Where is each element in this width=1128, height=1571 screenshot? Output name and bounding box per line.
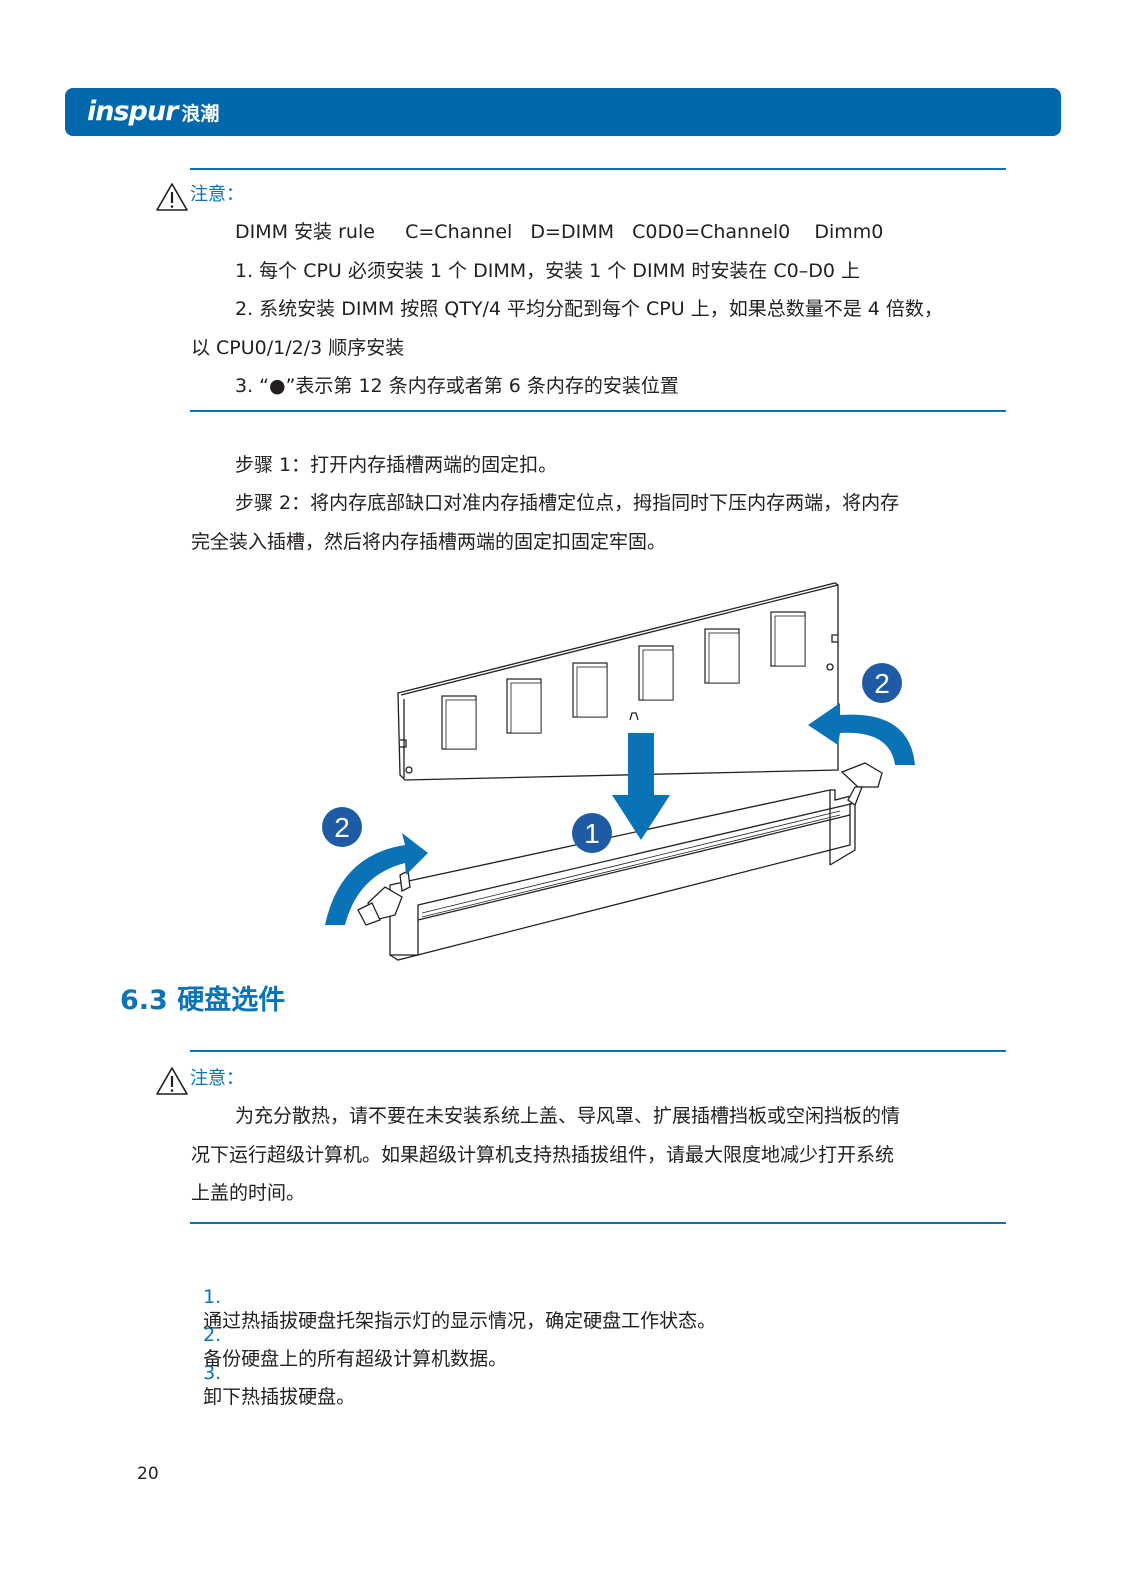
notice-label: 注意： [190,184,244,205]
notice-top-divider [190,168,1006,170]
notice-line: 为充分散热，请不要在未安装系统上盖、导风罩、扩展插槽挡板或空闲挡板的情 [235,1105,901,1127]
notice-bottom-divider [190,1222,1006,1224]
notice-line: 2. 系统安装 DIMM 按照 QTY/4 平均分配到每个 CPU 上，如果总数… [235,298,943,320]
header-bar: inspur 浪潮 [65,88,1061,136]
procedure-item: 2. 备份硬盘上的所有超级计算机数据。 [191,1299,507,1371]
procedure-item: 1. 通过热插拔硬盘托架指示灯的显示情况，确定硬盘工作状态。 [191,1261,716,1333]
down-arrow [612,733,670,840]
svg-text:2: 2 [874,668,890,699]
notice-line: 1. 每个 CPU 必须安装 1 个 DIMM，安装 1 个 DIMM 时安装在… [235,260,861,282]
callout-2-right: 2 [862,663,902,703]
step-text: 步骤 1：打开内存插槽两端的固定扣。 [235,454,558,476]
section-title: 6.3 硬盘选件 [120,985,286,1016]
step-text: 完全装入插槽，然后将内存插槽两端的固定扣固定牢固。 [191,531,667,553]
notice-label: 注意： [190,1068,244,1089]
procedure-number: 1. [203,1286,222,1308]
svg-text:1: 1 [584,818,600,849]
notice-line: 以 CPU0/1/2/3 顺序安装 [191,337,405,359]
notice-bottom-divider [190,410,1006,412]
notice-line: 上盖的时间。 [191,1182,306,1204]
procedure-item: 3. 卸下热插拔硬盘。 [191,1337,355,1409]
procedure-text: 备份硬盘上的所有超级计算机数据。 [203,1348,508,1370]
dimm-installation-figure: 1 2 2 [322,582,915,961]
step-text: 步骤 2：将内存底部缺口对准内存插槽定位点，拇指同时下压内存两端，将内存 [235,492,900,514]
svg-text:2: 2 [334,812,350,843]
logo-text-en: inspur [87,96,178,127]
notice-heading: 注意： [155,1064,244,1096]
notice-line: DIMM 安装 rule C=Channel D=DIMM C0D0=Chann… [235,221,884,243]
procedure-text: 通过热插拔硬盘托架指示灯的显示情况，确定硬盘工作状态。 [203,1310,717,1332]
callout-1: 1 [572,813,612,853]
logo-text-cn: 浪潮 [181,103,220,125]
page-number: 20 [137,1464,159,1484]
dimm-module [397,582,839,781]
notice-line: 况下运行超级计算机。如果超级计算机支持热插拔组件，请最大限度地减少打开系统 [191,1144,895,1166]
procedure-number: 3. [203,1362,222,1384]
memory-slot [357,762,883,961]
procedure-text: 卸下热插拔硬盘。 [203,1386,356,1408]
warning-triangle-icon [156,183,188,211]
curved-arrow-left [325,833,428,925]
warning-triangle-icon [156,1067,188,1095]
notice-top-divider [190,1050,1006,1052]
inspur-logo: inspur 浪潮 [87,96,219,127]
notice-line: 3. “●”表示第 12 条内存或者第 6 条内存的安装位置 [235,375,679,397]
callout-2-left: 2 [322,807,362,847]
curved-arrow-right [808,703,915,765]
procedure-number: 2. [203,1324,222,1346]
notice-heading: 注意： [155,180,244,212]
